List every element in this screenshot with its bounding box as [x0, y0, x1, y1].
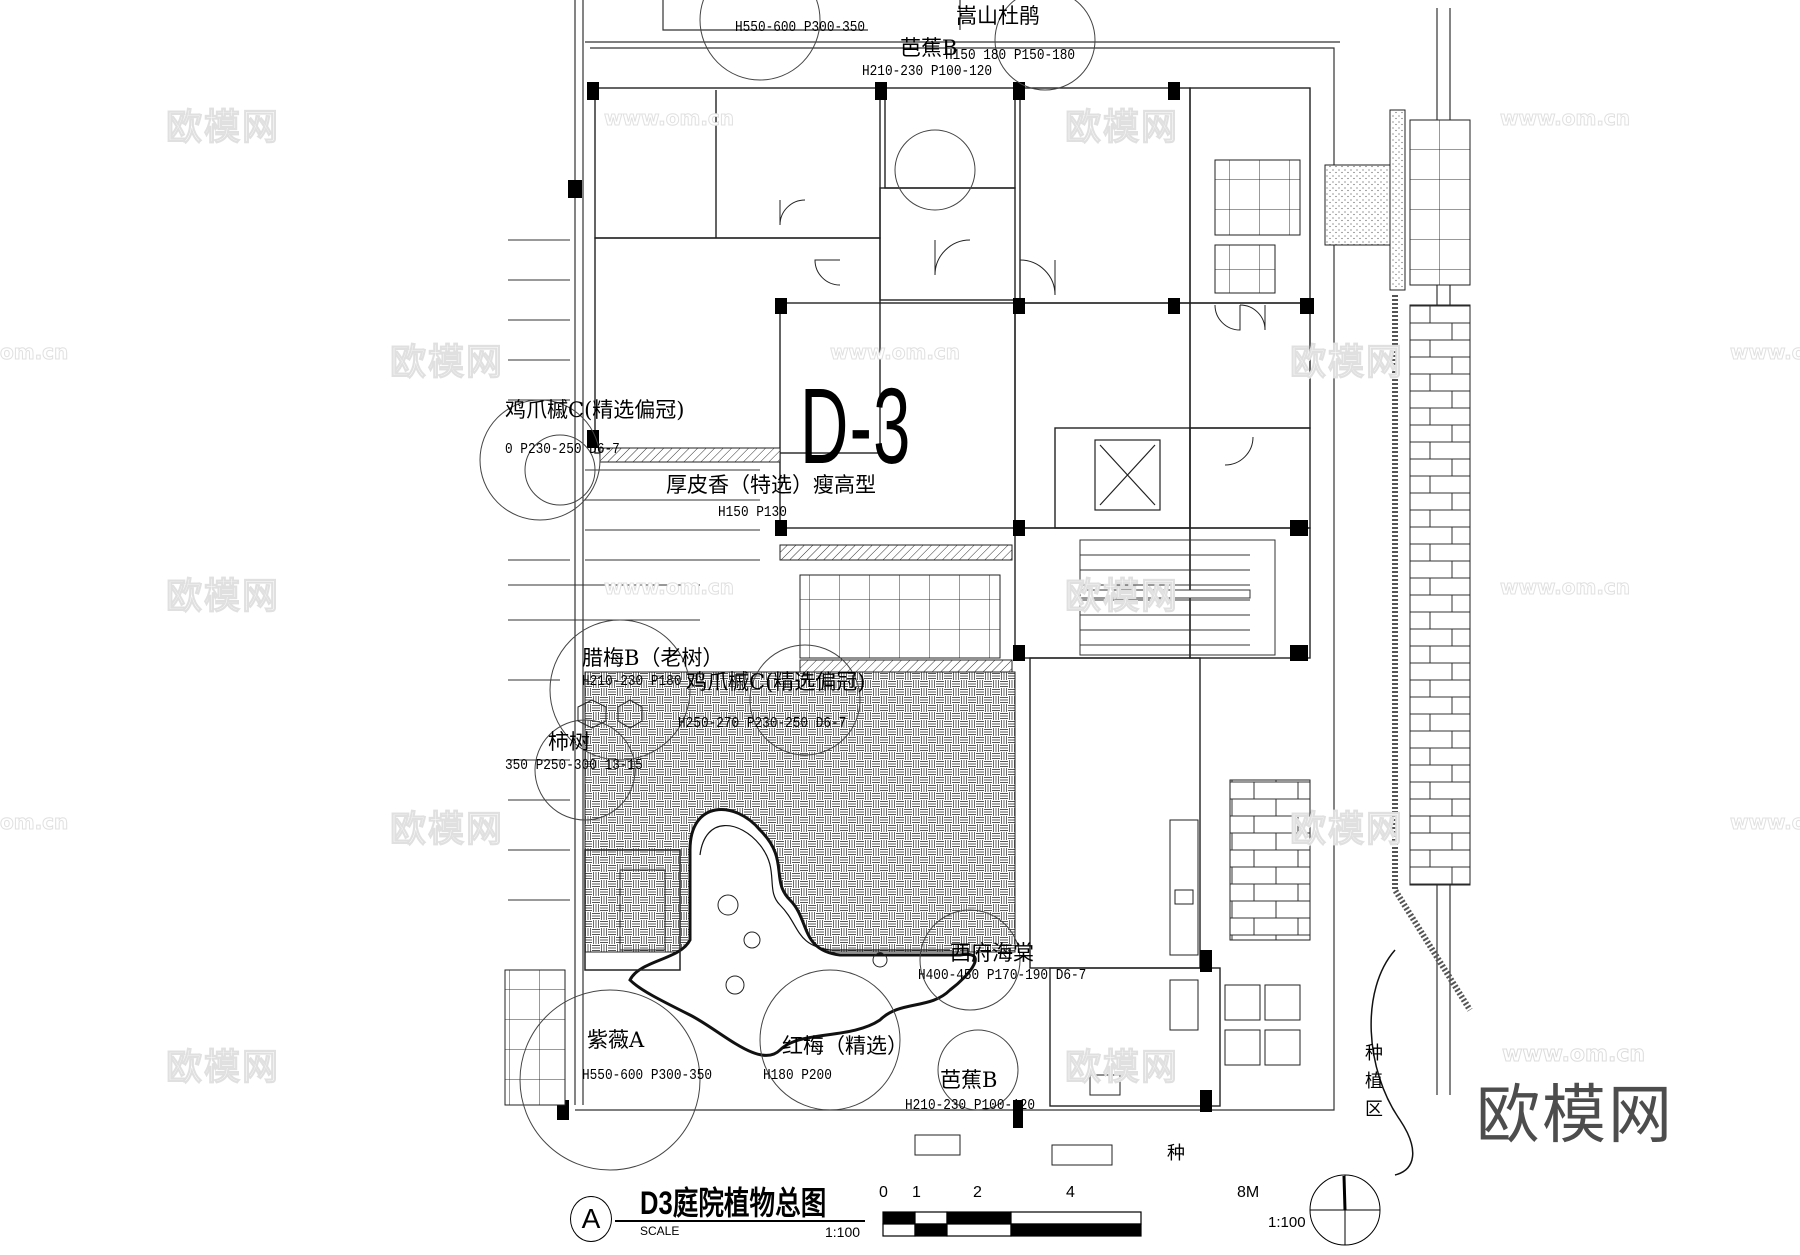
watermark-brand: 欧模网 [1289, 342, 1405, 384]
scalebar-tick: 1 [912, 1184, 921, 1201]
plant-spec: H150 P130 [718, 504, 787, 521]
plant-name: 红梅（精选） [782, 1034, 908, 1058]
planter-box [584, 849, 681, 971]
plant-name: 厚皮香（特选）瘦高型 [666, 473, 876, 497]
watermark-url: www.om.cn [603, 106, 735, 131]
watermark-url: www.om.cn [1501, 1042, 1646, 1068]
watermark-brand: 欧模网 [389, 809, 505, 851]
shrub-symbol [617, 699, 643, 729]
hatched-wall [599, 447, 781, 463]
watermark-brand: 欧模网 [165, 107, 281, 149]
watermark-url: www.om.cn [603, 575, 735, 600]
columns [557, 82, 1314, 1128]
watermark-brand: 欧模网 [1064, 107, 1180, 149]
tile-area [1214, 244, 1276, 294]
watermark-url: www.om.cn [1499, 575, 1631, 600]
walkway-steps [508, 239, 760, 901]
hatched-wall [799, 659, 1013, 673]
tile-area [1214, 159, 1301, 236]
drawing-marker: A [570, 1196, 612, 1242]
planting-zone-label: 种 [1167, 1143, 1185, 1164]
scalebar-tick: 8M [1237, 1184, 1260, 1201]
watermark-url: www.om.cn [1499, 106, 1631, 131]
rooms [594, 87, 1311, 1107]
paved-courtyard [584, 671, 1016, 953]
side-paving [1229, 779, 1311, 941]
plant-name: 西府海棠 [950, 941, 1034, 965]
scalebar-tick: 2 [973, 1184, 982, 1201]
watermark-url: www.om.cn [1729, 340, 1800, 365]
plant-spec: H550-600 P300-350 [582, 1067, 713, 1084]
kitchen-fixtures [914, 819, 1301, 1166]
watermark-url: www.om.cn [829, 340, 961, 365]
tree-canopies [479, 0, 1096, 1171]
watermark-url: www.om.cn [1729, 810, 1800, 835]
planting-zone-label: 种 植 区 [1365, 1043, 1383, 1120]
plant-name: 芭蕉B [940, 1068, 998, 1092]
watermark-brand: 欧模网 [1289, 809, 1405, 851]
plant-spec: H550-600 P300-350 [735, 19, 866, 36]
scale-caption: SCALE [640, 1224, 680, 1238]
plant-spec: H400-450 P170-190 D6-7 [918, 967, 1087, 984]
planting-area-curve [1370, 949, 1414, 1176]
plant-spec: 350 P250-300 13-15 [505, 757, 643, 774]
watermark-brand: 欧模网 [1064, 576, 1180, 618]
doors [779, 199, 1266, 466]
brick-paving [1409, 304, 1471, 886]
shrub-symbol [577, 699, 607, 729]
rockery-pond-inner [699, 825, 950, 951]
watermark-brand: 欧模网 [1064, 1047, 1180, 1089]
brick-edge [1392, 295, 1473, 1012]
watermark-brand: 欧模网 [389, 342, 505, 384]
rockery-pond [628, 808, 977, 1057]
drawing-title: D3庭院植物总图 [640, 1185, 827, 1221]
plant-name: 紫薇A [587, 1028, 645, 1052]
plant-spec: 0 P230-250 D6-7 [505, 441, 620, 458]
elevator [1094, 439, 1161, 511]
plant-spec: H210-230 P180 [582, 673, 682, 690]
scalebar [882, 1211, 1142, 1237]
plant-name: 鸡爪槭C(精选偏冠) [505, 398, 685, 422]
tile-area [504, 969, 566, 1106]
planter-box-inner [619, 869, 666, 951]
flower-symbols [717, 894, 888, 995]
watermark-url: om.cn [0, 340, 69, 365]
north-arrow [1309, 1174, 1381, 1246]
plant-spec: H250-270 P230-250 D6-7 [678, 715, 847, 732]
watermark-brand: 欧模网 [165, 576, 281, 618]
plant-name: 嵩山杜鹃 [956, 4, 1040, 28]
watermark-url: om.cn [0, 810, 69, 835]
plant-name: 腊梅B（老树） [582, 646, 724, 670]
plant-spec: H210-230 P100-120 [862, 63, 993, 80]
title-underline [615, 1220, 865, 1222]
scale-ratio: 1:100 [825, 1224, 861, 1240]
tile-area [1409, 119, 1471, 286]
plant-spec: H150 180 P150-180 [945, 47, 1076, 64]
plant-name: 鸡爪槭C(精选偏冠) [686, 670, 866, 694]
hatched-wall [779, 544, 1013, 561]
block-label: D-3 [800, 365, 912, 486]
brand-watermark: 欧模网 [1476, 1079, 1674, 1153]
entrance-frame [1389, 109, 1406, 291]
plant-name: 芭蕉B [900, 36, 958, 60]
staircase [1079, 539, 1276, 656]
plant-spec: H180 P200 [763, 1067, 832, 1084]
scalebar-tick: 0 [879, 1184, 888, 1201]
scalebar-ratio: 1:100 [1268, 1214, 1306, 1231]
entrance-steps [1324, 164, 1391, 246]
watermark-brand: 欧模网 [165, 1047, 281, 1089]
plant-name: 柿树 [548, 730, 590, 754]
scalebar-tick: 4 [1066, 1184, 1075, 1201]
plant-spec: H210-230 P100-120 [905, 1097, 1036, 1114]
tile-area [799, 574, 1001, 659]
